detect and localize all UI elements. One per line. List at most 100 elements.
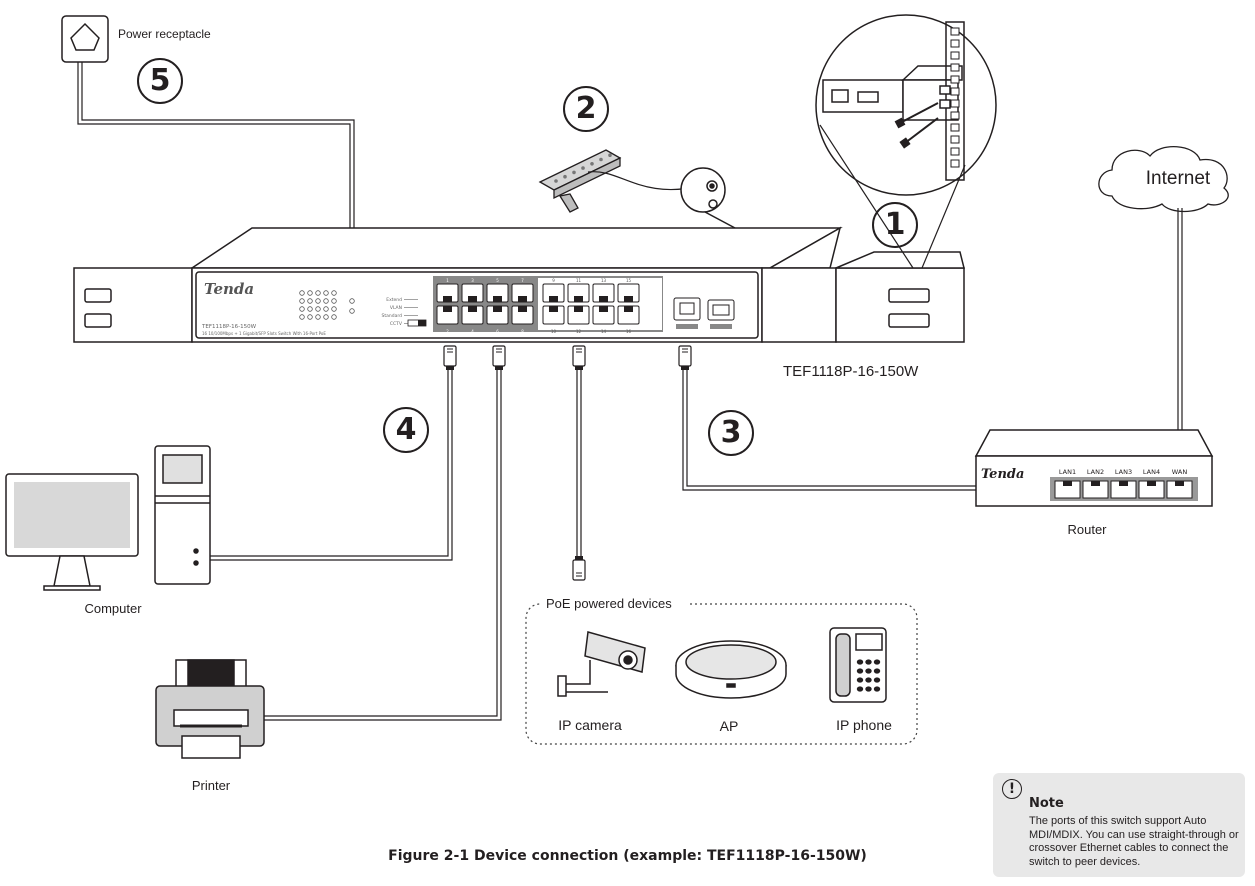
rack-hole	[950, 87, 960, 96]
switch-port-number: 6	[496, 329, 499, 334]
bracket-hole	[608, 153, 612, 157]
switch-port-number: 2	[446, 329, 449, 334]
power-cable	[77, 62, 355, 228]
switch-mode-label: CCTV	[390, 321, 403, 327]
step-3-marker: 3	[708, 410, 754, 456]
switch-panel-description: 16 10/100Mbps + 1 Gigabit/SFP Slots Swit…	[202, 331, 326, 336]
switch-led	[331, 306, 337, 312]
uplink-cable	[682, 370, 976, 491]
poe-group-frame	[525, 603, 918, 745]
switch-mode-label: Standard	[382, 313, 403, 319]
switch-port-number: 12	[576, 329, 582, 334]
ip-camera-label: IP camera	[558, 717, 622, 733]
switch-model-label: TEF1118P-16-150W	[783, 363, 919, 380]
bracket-hole	[572, 170, 576, 175]
rack-hole	[950, 99, 960, 108]
phone-key	[856, 659, 864, 665]
bracket-hole	[581, 166, 585, 170]
rj45-plug-icon	[678, 345, 692, 370]
phone-key	[873, 668, 881, 674]
switch-port-number: 9	[552, 278, 555, 283]
switch-led	[331, 314, 337, 320]
router-label: Router	[1067, 522, 1107, 537]
rack-hole	[950, 39, 960, 48]
switch-led	[323, 314, 329, 320]
switch-port-number: 7	[521, 278, 524, 283]
phone-key	[856, 668, 864, 674]
switch-mode-label: VLAN	[390, 305, 402, 311]
switch-led	[307, 290, 313, 296]
phone-key	[865, 668, 872, 674]
ap-icon	[675, 640, 787, 699]
switch-led	[307, 298, 313, 304]
ip-camera-icon	[557, 631, 646, 697]
internet-cloud-icon	[1098, 145, 1229, 213]
computer-tower-icon	[154, 445, 211, 585]
phone-key	[865, 686, 872, 692]
switch-led	[331, 290, 337, 296]
rack-hole	[950, 123, 960, 132]
router-port-label: LAN2	[1087, 468, 1104, 476]
internet-cable	[1177, 208, 1183, 432]
phone-key	[856, 677, 864, 683]
rack-screws	[894, 102, 939, 149]
switch-led	[299, 298, 305, 304]
rj45-plug-icon	[572, 556, 586, 581]
rj45-plug-icon	[443, 345, 457, 370]
switch-led	[299, 306, 305, 312]
computer-label: Computer	[84, 601, 142, 616]
rj45-plug-icon	[492, 345, 506, 370]
exclamation-icon: !	[1002, 779, 1022, 799]
poe-group-label: PoE powered devices	[546, 596, 672, 611]
ip-phone-label: IP phone	[836, 717, 892, 733]
router-port-label: LAN4	[1143, 468, 1160, 476]
note-box: ! Note The ports of this switch support …	[993, 773, 1245, 877]
rack-hole	[950, 27, 960, 36]
power-receptacle-label: Power receptacle	[118, 27, 211, 41]
step-2-marker: 2	[563, 86, 609, 132]
ap-label: AP	[720, 718, 739, 734]
switch-brand-logo: Tenda	[204, 280, 254, 298]
ground-terminal-icon	[680, 167, 736, 229]
step-4-marker: 4	[383, 407, 429, 453]
switch-port-number: 11	[576, 278, 582, 283]
router-port-label: LAN3	[1115, 468, 1132, 476]
rack-holes	[950, 27, 960, 168]
printer-label: Printer	[192, 778, 231, 793]
note-title: Note	[1029, 796, 1064, 811]
phone-key	[873, 686, 881, 692]
switch-led	[315, 298, 321, 304]
switch-led	[349, 298, 355, 304]
rack-hole	[950, 147, 960, 156]
poe-cable	[576, 370, 582, 556]
switch-led	[323, 290, 329, 296]
switch-uplink-ports	[673, 297, 735, 329]
note-body: The ports of this switch support Auto MD…	[1029, 815, 1239, 868]
printer-cable	[264, 370, 502, 721]
switch-dip-knob	[418, 320, 426, 326]
router-port-label: WAN	[1172, 468, 1188, 476]
mounting-bracket	[538, 149, 622, 213]
switch-port-number: 14	[601, 329, 607, 334]
bracket-hole	[554, 179, 558, 183]
phone-keypad	[856, 659, 881, 692]
printer-icon	[155, 659, 265, 759]
switch-led	[349, 308, 355, 314]
rack-hole	[950, 159, 960, 168]
rack-hole	[950, 135, 960, 144]
bracket-hole	[563, 174, 567, 179]
switch-port-number: 8	[521, 329, 524, 334]
phone-key	[873, 677, 881, 683]
router-brand-logo: Tenda	[981, 467, 1024, 482]
phone-key	[865, 659, 872, 665]
switch-led	[323, 298, 329, 304]
figure-caption: Figure 2-1 Device connection (example: T…	[388, 848, 867, 864]
bracket-hole	[590, 162, 594, 166]
switch-led	[307, 306, 313, 312]
switch-led	[315, 314, 321, 320]
computer-cable	[210, 370, 453, 561]
switch-mode-label: Extend	[386, 297, 402, 303]
